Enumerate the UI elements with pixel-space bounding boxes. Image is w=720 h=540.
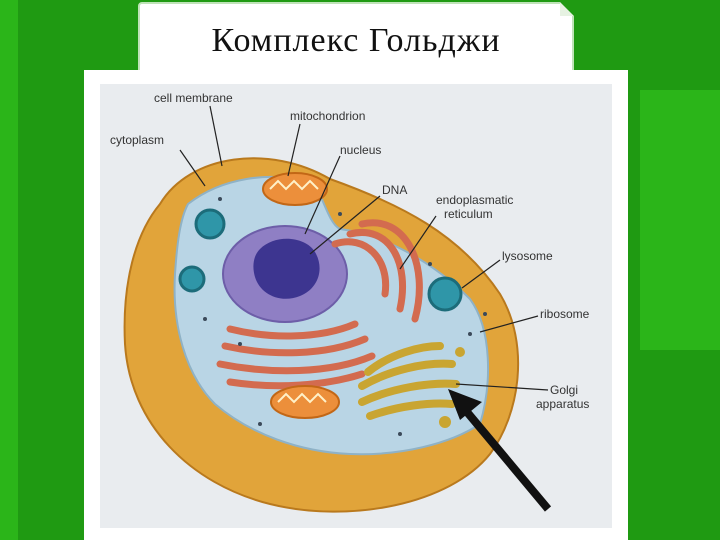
cell-diagram: cell membrane mitochondrion cytoplasm nu…: [100, 84, 612, 528]
leader-ribosome: [479, 315, 539, 333]
arrow-shaft: [458, 403, 552, 512]
nucleus: [222, 225, 348, 323]
pointer-arrow: [448, 389, 552, 512]
label-ribosome: ribosome: [540, 307, 590, 321]
golgi-apparatus: [358, 342, 465, 428]
slide-title: Комплекс Гольджи: [211, 22, 501, 59]
nucleolus-dna: [253, 238, 320, 299]
lysosomes: [178, 208, 463, 312]
label-golgi-line2: apparatus: [536, 397, 589, 411]
arrow-head: [448, 389, 482, 420]
leader-mitochondrion: [287, 123, 301, 177]
er-fold-3: [358, 219, 423, 323]
diagram-labels: cell membrane mitochondrion cytoplasm nu…: [110, 91, 590, 411]
ribosomes: [203, 197, 487, 436]
leader-cell-membrane: [209, 105, 223, 167]
er-fold-7: [226, 370, 366, 390]
leader-golgi: [455, 383, 549, 391]
label-lysosome: lysosome: [502, 249, 553, 263]
mitochondria: [262, 172, 340, 419]
endoplasmic-reticulum: [216, 219, 423, 390]
mitochondrion-bottom: [270, 385, 340, 419]
ribosome-dot: [258, 422, 262, 426]
leader-dna: [309, 195, 381, 255]
label-golgi-line1: Golgi: [550, 383, 578, 397]
leader-er: [399, 215, 437, 270]
lysosome-left-top: [194, 208, 226, 240]
label-leader-lines: [179, 105, 549, 391]
lysosome-left-mid: [178, 265, 206, 293]
er-fold-1: [331, 238, 390, 298]
golgi-cisterna-3: [358, 379, 460, 406]
leader-lysosome: [461, 259, 501, 289]
ribosome-dot: [203, 317, 207, 321]
label-cytoplasm: cytoplasm: [110, 133, 164, 147]
background-stripe-right: [640, 90, 720, 350]
ribosome-dot: [468, 332, 472, 336]
slide-title-box: Комплекс Гольджи: [138, 2, 574, 76]
er-fold-2: [346, 229, 407, 313]
mitochondrion-top-cristae: [269, 179, 319, 191]
golgi-vesicle-2: [439, 416, 451, 428]
golgi-cisterna-2: [358, 359, 456, 390]
ribosome-dot: [428, 262, 432, 266]
ribosome-dot: [338, 212, 342, 216]
golgi-cisterna-4: [366, 399, 456, 420]
ribosome-dot: [238, 342, 242, 346]
label-dna: DNA: [382, 183, 407, 197]
lysosome-right: [427, 276, 463, 312]
label-er-line2: reticulum: [444, 207, 493, 221]
title-corner-fold: [560, 2, 574, 16]
leader-cytoplasm: [179, 149, 206, 187]
ribosome-dot: [398, 432, 402, 436]
er-fold-4: [226, 320, 359, 340]
ribosome-dot: [218, 197, 222, 201]
image-panel: cell membrane mitochondrion cytoplasm nu…: [84, 70, 628, 540]
er-fold-6: [216, 352, 376, 375]
ribosome-dot: [483, 312, 487, 316]
label-er-line1: endoplasmatic: [436, 193, 513, 207]
label-nucleus: nucleus: [340, 143, 381, 157]
leader-nucleus: [304, 155, 341, 235]
er-fold-5: [221, 335, 369, 357]
background-stripe-left: [0, 0, 18, 540]
cell-diagram-svg: cell membrane mitochondrion cytoplasm nu…: [110, 91, 590, 513]
label-cell-membrane: cell membrane: [154, 91, 233, 105]
golgi-vesicle-1: [455, 347, 465, 357]
golgi-cisterna-1: [364, 342, 444, 376]
label-mitochondrion: mitochondrion: [290, 109, 365, 123]
mitochondrion-bottom-cristae: [277, 392, 327, 404]
